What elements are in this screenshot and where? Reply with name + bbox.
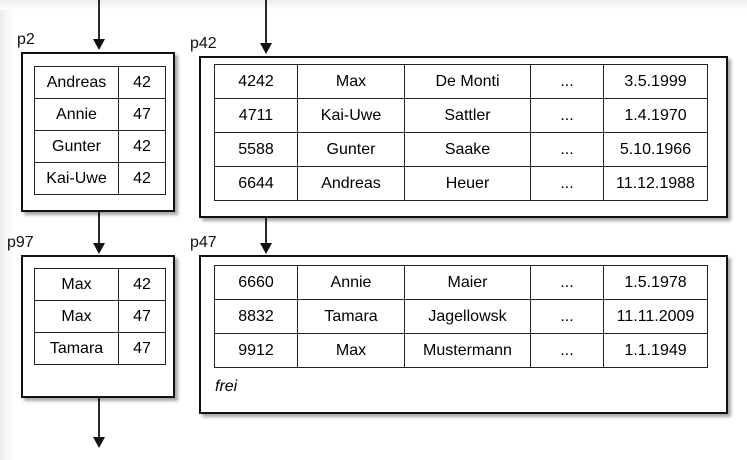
cell-date: 1.4.1970: [603, 98, 708, 133]
table-row[interactable]: 6660 Annie Maier ... 1.5.1978: [214, 265, 708, 300]
table-row[interactable]: Gunter 42: [34, 130, 166, 163]
cell-last-name: Maier: [404, 265, 531, 300]
free-space-label: frei: [215, 378, 238, 395]
cell-value: 42: [118, 66, 166, 99]
cell-date: 5.10.1966: [603, 132, 708, 167]
cell-first-name: Max: [297, 64, 405, 99]
arrow-p2-to-p97-head: [93, 243, 105, 254]
cell-value: 47: [118, 300, 166, 333]
table-row[interactable]: 4242 Max De Monti ... 3.5.1999: [214, 64, 708, 99]
cell-date: 11.12.1988: [603, 166, 708, 201]
table-row[interactable]: Annie 47: [34, 98, 166, 131]
page-edge-shading-top: [0, 0, 747, 10]
cell-last-name: Sattler: [404, 98, 531, 133]
arrow-into-p42-line: [265, 0, 267, 44]
cell-id: 6644: [214, 166, 298, 201]
arrow-out-of-p97-head: [93, 437, 105, 448]
cell-last-name: Heuer: [404, 166, 531, 201]
page-label-p2: p2: [17, 31, 35, 48]
data-table-p42[interactable]: 4242 Max De Monti ... 3.5.1999 4711 Kai-…: [214, 64, 708, 201]
page-label-p47: p47: [190, 234, 217, 251]
table-row[interactable]: 9912 Max Mustermann ... 1.1.1949: [214, 333, 708, 368]
cell-id: 8832: [214, 299, 298, 334]
cell-id: 4711: [214, 98, 298, 133]
cell-more: ...: [530, 64, 604, 99]
table-row[interactable]: 4711 Kai-Uwe Sattler ... 1.4.1970: [214, 98, 708, 133]
cell-id: 9912: [214, 333, 298, 368]
cell-value: 42: [118, 130, 166, 163]
cell-name: Tamara: [34, 332, 119, 365]
cell-date: 1.5.1978: [603, 265, 708, 300]
page-edge-shading-left: [0, 0, 14, 460]
cell-name: Annie: [34, 98, 119, 131]
table-row[interactable]: Kai-Uwe 42: [34, 162, 166, 195]
table-row[interactable]: Tamara 47: [34, 332, 166, 365]
arrow-into-p2-head: [93, 39, 105, 50]
cell-first-name: Tamara: [297, 299, 405, 334]
table-row[interactable]: Max 42: [34, 268, 166, 301]
cell-first-name: Gunter: [297, 132, 405, 167]
arrow-p42-to-p47-head: [260, 243, 272, 254]
arrow-into-p42-head: [260, 43, 272, 54]
cell-date: 11.11.2009: [603, 299, 708, 334]
table-row[interactable]: 6644 Andreas Heuer ... 11.12.1988: [214, 166, 708, 201]
cell-id: 4242: [214, 64, 298, 99]
cell-date: 1.1.1949: [603, 333, 708, 368]
cell-date: 3.5.1999: [603, 64, 708, 99]
page-label-p97: p97: [7, 234, 34, 251]
page-label-p42: p42: [190, 35, 217, 52]
table-row[interactable]: 5588 Gunter Saake ... 5.10.1966: [214, 132, 708, 167]
cell-more: ...: [530, 299, 604, 334]
cell-last-name: Saake: [404, 132, 531, 167]
cell-first-name: Max: [297, 333, 405, 368]
cell-last-name: De Monti: [404, 64, 531, 99]
cell-id: 5588: [214, 132, 298, 167]
table-row[interactable]: 8832 Tamara Jagellowsk ... 11.11.2009: [214, 299, 708, 334]
table-row[interactable]: Max 47: [34, 300, 166, 333]
cell-last-name: Jagellowsk: [404, 299, 531, 334]
arrow-p2-to-p97-line: [98, 212, 100, 245]
arrow-p42-to-p47-line: [265, 218, 267, 251]
cell-value: 42: [118, 162, 166, 195]
cell-name: Max: [34, 268, 119, 301]
index-table-p97[interactable]: Max 42 Max 47 Tamara 47: [34, 268, 166, 365]
cell-id: 6660: [214, 265, 298, 300]
cell-name: Kai-Uwe: [34, 162, 119, 195]
cell-name: Max: [34, 300, 119, 333]
cell-more: ...: [530, 333, 604, 368]
arrow-into-p2-line: [98, 0, 100, 40]
table-row[interactable]: Andreas 42: [34, 66, 166, 99]
cell-value: 47: [118, 332, 166, 365]
index-table-p2[interactable]: Andreas 42 Annie 47 Gunter 42 Kai-Uwe 42: [34, 66, 166, 195]
cell-more: ...: [530, 166, 604, 201]
cell-first-name: Annie: [297, 265, 405, 300]
cell-value: 47: [118, 98, 166, 131]
data-table-p47[interactable]: 6660 Annie Maier ... 1.5.1978 8832 Tamar…: [214, 265, 708, 368]
cell-first-name: Kai-Uwe: [297, 98, 405, 133]
cell-name: Gunter: [34, 130, 119, 163]
cell-name: Andreas: [34, 66, 119, 99]
cell-value: 42: [118, 268, 166, 301]
arrow-out-of-p97-line: [98, 398, 100, 440]
cell-first-name: Andreas: [297, 166, 405, 201]
cell-more: ...: [530, 265, 604, 300]
cell-more: ...: [530, 132, 604, 167]
cell-more: ...: [530, 98, 604, 133]
cell-last-name: Mustermann: [404, 333, 531, 368]
